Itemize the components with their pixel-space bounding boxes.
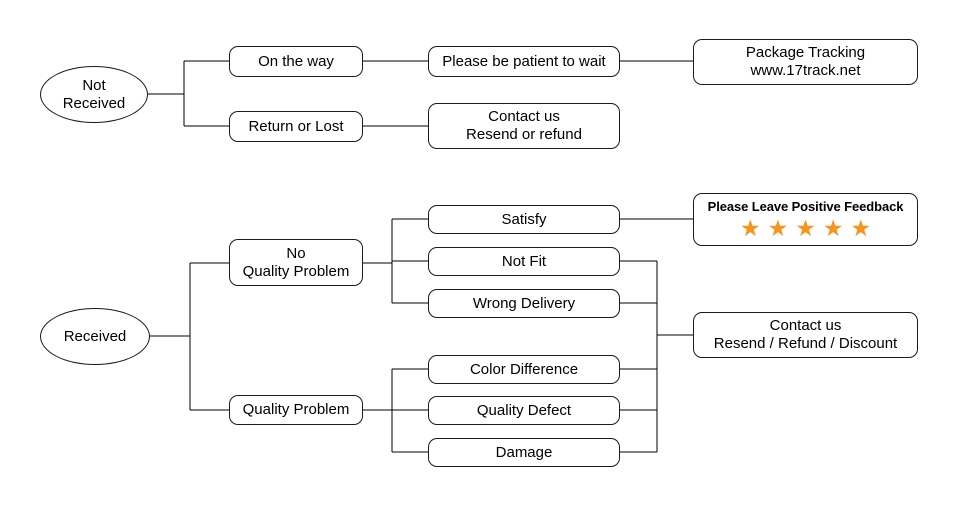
star-icon[interactable]: ★ bbox=[795, 215, 816, 242]
node-please-be-patient-to-wait-label: Please be patient to wait bbox=[442, 52, 606, 70]
node-please-be-patient-to-wait[interactable]: Please be patient to wait bbox=[428, 46, 620, 77]
node-color-difference-label: Color Difference bbox=[469, 360, 579, 378]
node-damage[interactable]: Damage bbox=[428, 438, 620, 467]
star-rating[interactable]: ★★★★★ bbox=[740, 217, 871, 240]
node-contact-resend-or-refund-line2: Resend or refund bbox=[466, 126, 582, 143]
node-contact-resend-refund-discount-line1: Contact us bbox=[769, 317, 842, 335]
node-received-label: Received bbox=[63, 327, 127, 345]
node-positive-feedback[interactable]: Please Leave Positive Feedback ★★★★★ bbox=[693, 193, 918, 246]
node-no-quality-problem-line2: Quality Problem bbox=[242, 262, 350, 280]
node-received[interactable]: Received bbox=[40, 308, 150, 365]
node-not-received-line1: Not bbox=[82, 76, 106, 94]
star-icon[interactable]: ★ bbox=[767, 215, 789, 242]
node-quality-problem-label: Quality Problem bbox=[242, 401, 350, 419]
node-package-tracking-line1: Package Tracking bbox=[745, 44, 866, 62]
positive-feedback-caption: Please Leave Positive Feedback bbox=[707, 199, 904, 214]
node-package-tracking-url: www.17track.net bbox=[750, 62, 861, 79]
node-return-or-lost[interactable]: Return or Lost bbox=[229, 111, 363, 142]
node-satisfy-label: Satisfy bbox=[501, 210, 547, 228]
node-not-fit-label: Not Fit bbox=[501, 252, 547, 270]
node-on-the-way-label: On the way bbox=[258, 52, 334, 70]
node-contact-resend-or-refund[interactable]: Contact us Resend or refund bbox=[428, 103, 620, 149]
node-wrong-delivery[interactable]: Wrong Delivery bbox=[428, 289, 620, 318]
star-icon[interactable]: ★ bbox=[822, 215, 844, 242]
node-quality-defect[interactable]: Quality Defect bbox=[428, 396, 620, 425]
node-wrong-delivery-label: Wrong Delivery bbox=[472, 294, 576, 312]
node-not-fit[interactable]: Not Fit bbox=[428, 247, 620, 276]
node-package-tracking[interactable]: Package Tracking www.17track.net bbox=[693, 39, 918, 85]
node-contact-resend-refund-discount[interactable]: Contact us Resend / Refund / Discount bbox=[693, 312, 918, 358]
node-color-difference[interactable]: Color Difference bbox=[428, 355, 620, 384]
node-no-quality-problem[interactable]: No Quality Problem bbox=[229, 239, 363, 286]
node-contact-resend-or-refund-line1: Contact us bbox=[488, 108, 560, 126]
node-return-or-lost-label: Return or Lost bbox=[248, 117, 344, 135]
node-on-the-way[interactable]: On the way bbox=[229, 46, 363, 77]
star-icon[interactable]: ★ bbox=[739, 215, 761, 242]
node-not-received[interactable]: Not Received bbox=[40, 66, 148, 123]
node-contact-resend-refund-discount-line2: Resend / Refund / Discount bbox=[713, 335, 898, 352]
node-quality-defect-label: Quality Defect bbox=[476, 401, 572, 419]
node-satisfy[interactable]: Satisfy bbox=[428, 205, 620, 234]
node-damage-label: Damage bbox=[495, 443, 553, 461]
star-icon[interactable]: ★ bbox=[850, 215, 872, 242]
node-not-received-line2: Received bbox=[62, 94, 126, 112]
node-no-quality-problem-line1: No bbox=[286, 244, 306, 262]
node-quality-problem[interactable]: Quality Problem bbox=[229, 395, 363, 425]
